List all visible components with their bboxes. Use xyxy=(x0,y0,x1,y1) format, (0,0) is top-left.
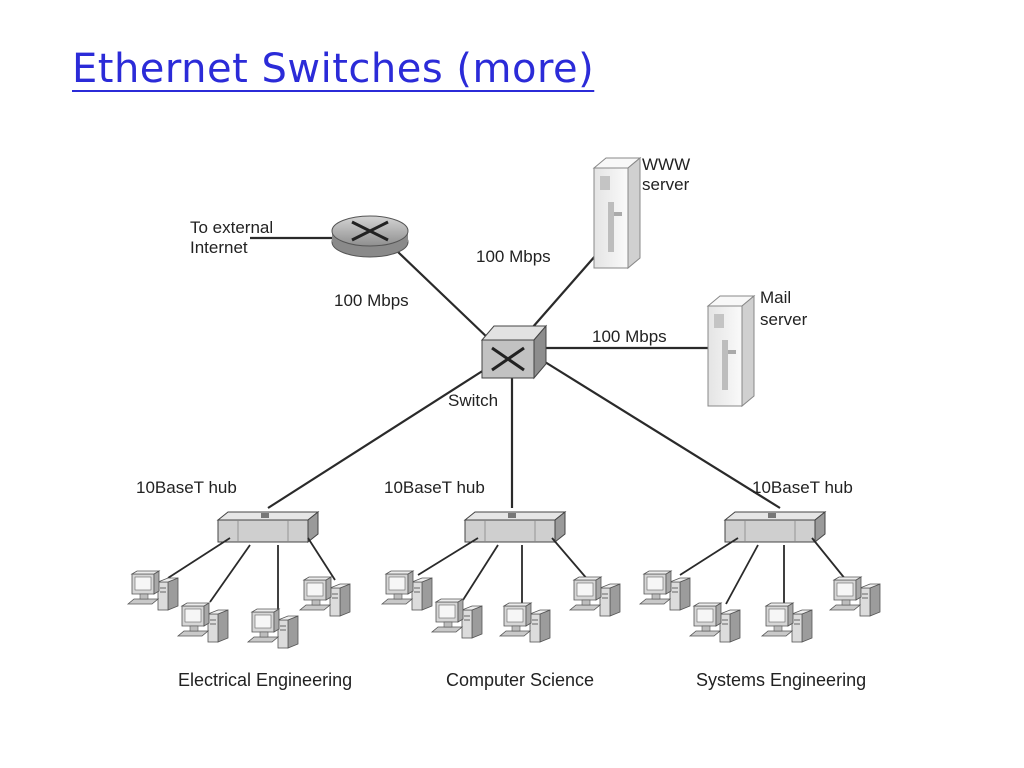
computer-icon-ee-2 xyxy=(177,602,229,643)
mail-server-icon xyxy=(707,295,755,407)
link-label-www: 100 Mbps xyxy=(476,247,551,266)
department-label-ee: Electrical Engineering xyxy=(178,670,352,690)
mail-server-label: Mail server xyxy=(760,288,808,329)
computer-icon-cs-3 xyxy=(499,602,551,643)
hub-icon-ee xyxy=(217,511,319,543)
link-label-mail: 100 Mbps xyxy=(592,327,667,346)
switch-icon xyxy=(480,324,548,380)
hub-label-ee: 10BaseT hub xyxy=(136,478,237,497)
computer-icon-ee-4 xyxy=(299,576,351,617)
www-server-label: WWW server xyxy=(642,155,695,194)
hub-label-cs: 10BaseT hub xyxy=(384,478,485,497)
hub-drops-se xyxy=(679,537,847,605)
slide-title: Ethernet Switches (more) xyxy=(72,46,595,92)
computer-icon-ee-3 xyxy=(247,608,299,649)
hub-drops-cs xyxy=(417,537,589,604)
department-label-cs: Computer Science xyxy=(446,670,594,690)
www-server-icon xyxy=(593,157,641,269)
computer-icon-se-3 xyxy=(761,602,813,643)
hub-icon-cs xyxy=(464,511,566,543)
computer-icon-cs-4 xyxy=(569,576,621,617)
link-label-router: 100 Mbps xyxy=(334,291,409,310)
computer-icon-se-2 xyxy=(689,602,741,643)
hub-icon-se xyxy=(724,511,826,543)
switch-label: Switch xyxy=(448,391,498,410)
department-label-se: Systems Engineering xyxy=(696,670,866,690)
router-icon xyxy=(331,215,409,258)
link-switch-www-server xyxy=(531,254,597,329)
link-switch-hub-se xyxy=(544,361,781,509)
external-internet-label: To external Internet xyxy=(190,218,278,257)
computer-icon-cs-2 xyxy=(431,598,483,639)
computer-icon-se-1 xyxy=(639,570,691,611)
computer-icon-se-4 xyxy=(829,576,881,617)
hub-label-se: 10BaseT hub xyxy=(752,478,853,497)
link-switch-hub-ee xyxy=(267,369,485,509)
link-router-switch xyxy=(397,251,491,341)
hub-drops-ee xyxy=(167,537,336,610)
computer-icon-cs-1 xyxy=(381,570,433,611)
